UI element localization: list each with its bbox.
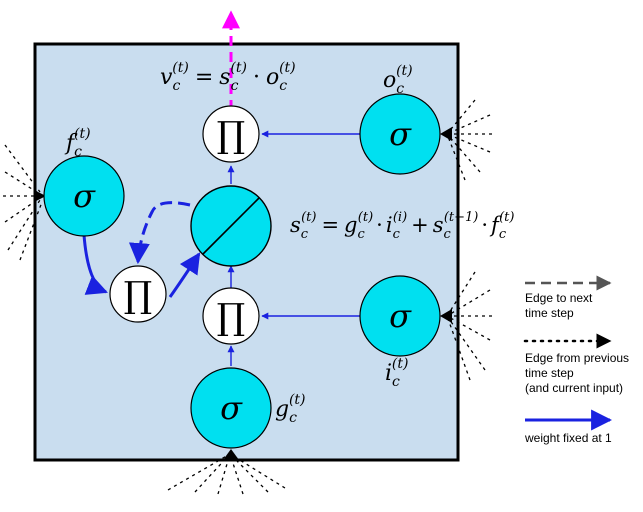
- product-top-symbol: ∏: [217, 115, 246, 156]
- product-bottom-node: ∏: [202, 287, 260, 345]
- legend-dotted-label-1: Edge from previous: [525, 351, 629, 365]
- input-node-input-arrowhead: [223, 449, 239, 460]
- legend: Edge to next time step Edge from previou…: [523, 275, 629, 445]
- legend-dotted-label-3: (and current input): [525, 381, 623, 395]
- input-gate-input-arrowhead: [440, 309, 452, 323]
- output-gate-label: oc(t): [383, 63, 413, 97]
- product-top-node: ∏: [202, 105, 260, 163]
- legend-dashed-label-1: Edge to next: [525, 291, 593, 305]
- legend-blue-label: weight fixed at 1: [524, 431, 612, 445]
- legend-dotted-label-2: time step: [525, 366, 574, 380]
- input-node-symbol: σ: [220, 389, 243, 427]
- input-node-label: gc(t): [275, 392, 306, 426]
- forget-gate-input-edges: [3, 144, 43, 261]
- state-equation: sc(t)=gc(t)·ic(i)+sc(t−1)·fc(t): [290, 210, 514, 242]
- input-node: σ: [190, 367, 272, 449]
- forget-gate-label: fc(t): [64, 126, 91, 160]
- product-bottom-symbol: ∏: [217, 297, 246, 338]
- fixed-weight-edges: [82, 130, 362, 366]
- forget-gate-input-arrowhead: [34, 190, 46, 202]
- input-gate-input-edges: [446, 271, 492, 381]
- input-gate-symbol: σ: [389, 297, 412, 335]
- forget-gate-node: σ: [43, 155, 125, 237]
- output-gate-input-arrowhead: [440, 127, 452, 141]
- output-equation: vc(t)=sc(t)·oc(t): [160, 60, 296, 94]
- input-gate-node: σ: [359, 275, 441, 357]
- legend-dashed-label-2: time step: [525, 306, 574, 320]
- input-node-input-edges: [167, 453, 286, 495]
- output-gate-symbol: σ: [389, 115, 412, 153]
- output-gate-node: σ: [359, 93, 441, 175]
- internal-state-node: [190, 185, 272, 267]
- product-left-node: ∏: [109, 265, 167, 323]
- forget-gate-symbol: σ: [73, 177, 96, 215]
- product-left-symbol: ∏: [124, 275, 153, 316]
- input-gate-label: ic(t): [385, 356, 408, 390]
